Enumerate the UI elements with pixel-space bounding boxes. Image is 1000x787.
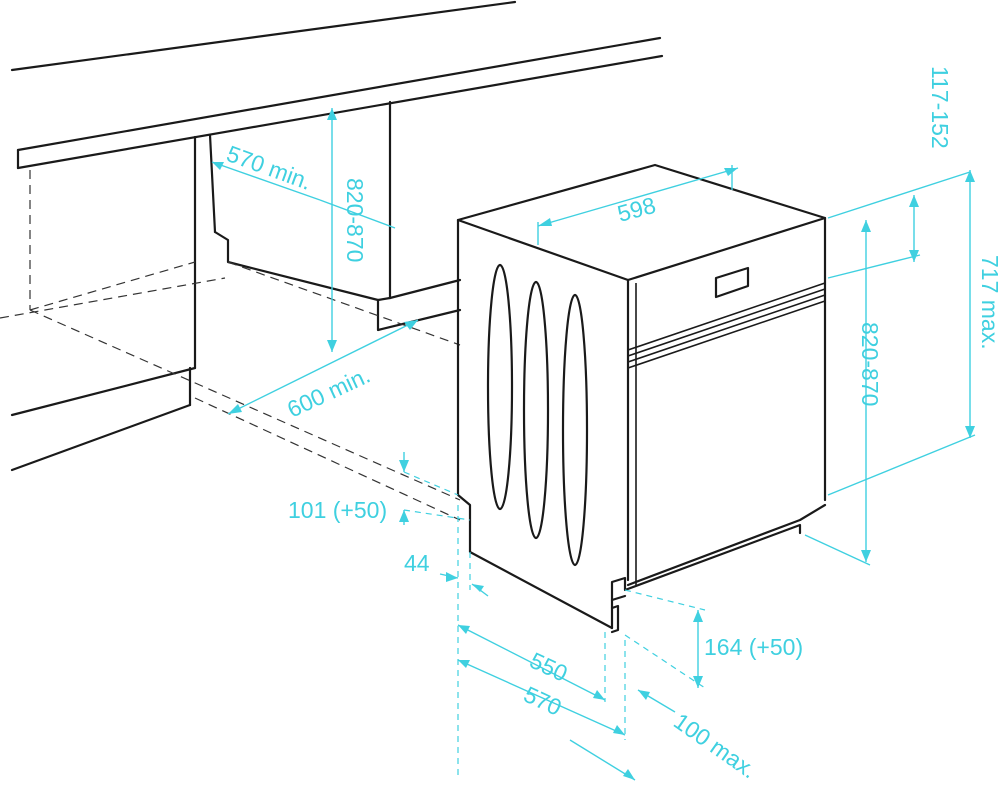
- label-toe-top: 101 (+50): [288, 497, 387, 523]
- right-cabinet: [208, 100, 462, 332]
- label-appliance-width: 598: [615, 192, 659, 227]
- label-toe-thickness: 44: [404, 550, 430, 576]
- label-plinth-height: 164 (+50): [704, 634, 803, 660]
- label-depth-570: 570: [520, 681, 566, 721]
- label-door-swing: 100 max.: [669, 708, 761, 784]
- left-cabinet: [10, 135, 197, 472]
- label-appliance-height: 820-870: [857, 322, 883, 406]
- worktop: [10, 0, 664, 170]
- label-niche-depth: 570 min.: [223, 140, 315, 195]
- label-worktop-gap: 117-152: [927, 66, 953, 149]
- dishwasher: [456, 163, 827, 634]
- label-door-max: 717 max.: [977, 255, 1000, 350]
- dimension-labels: 570 min. 820-870 600 min. 598 117-152 71…: [223, 66, 1000, 783]
- floor-guides: [0, 261, 461, 521]
- label-niche-height: 820-870: [342, 178, 368, 262]
- label-niche-width: 600 min.: [283, 362, 374, 423]
- dimension-lines: [211, 108, 976, 781]
